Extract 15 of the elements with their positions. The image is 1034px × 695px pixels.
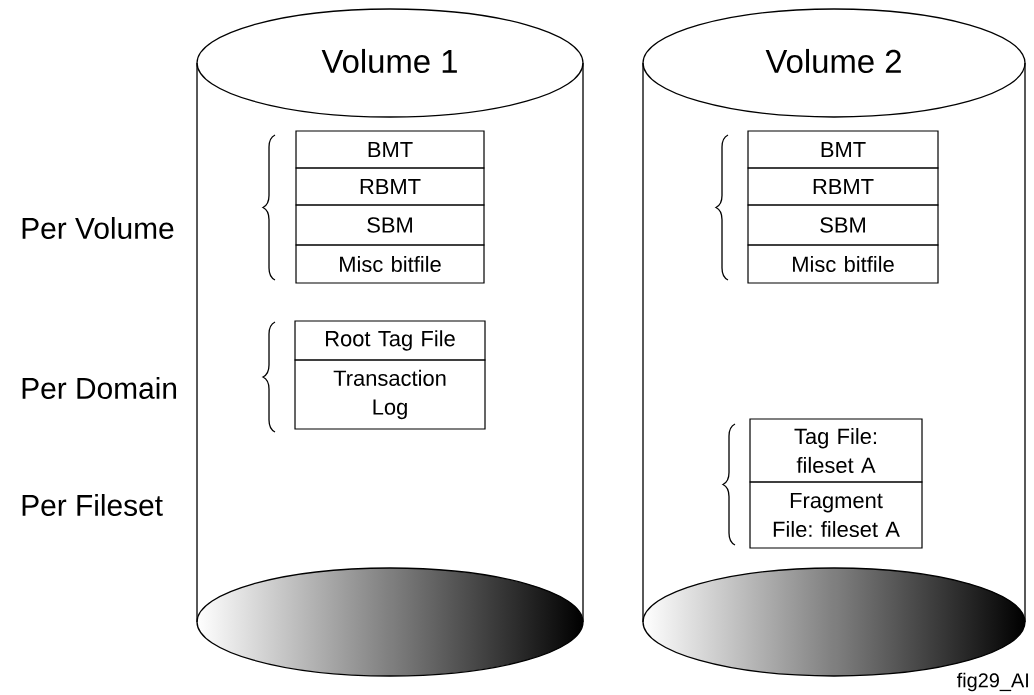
file-box: RBMT: [295, 167, 485, 206]
label: Per Fileset: [22, 494, 163, 516]
file-box: Misc bitfile: [747, 244, 939, 284]
file-box: BMT: [295, 130, 485, 169]
file-box: Fragment File: fileset A: [749, 481, 923, 549]
file-box: BMT: [747, 130, 939, 169]
file-box: Root Tag File: [294, 320, 486, 361]
file-box: SBM: [295, 204, 485, 246]
file-box: Tag File: fileset A: [749, 418, 923, 483]
label: Per Volume: [22, 217, 174, 239]
file-box: RBMT: [747, 167, 939, 206]
file-box: Misc bitfile: [295, 244, 485, 284]
file-box: SBM: [747, 204, 939, 246]
file-box: Transaction Log: [294, 359, 486, 430]
label: Per Domain: [22, 377, 176, 399]
